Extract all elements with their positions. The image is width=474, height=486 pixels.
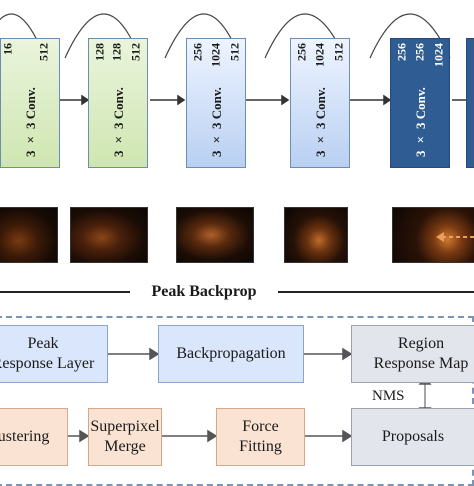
proposals-label: Proposals xyxy=(381,428,445,445)
backpropagation-label: Backpropagation xyxy=(176,345,286,362)
flow-arrows xyxy=(68,347,432,443)
conv-block-4: 256 1024 512 3 × 3 Conv. xyxy=(290,38,350,168)
conv-label: 3 × 3 Conv. xyxy=(313,87,328,157)
response-map-5 xyxy=(392,207,474,263)
proposals-box: Proposals xyxy=(351,408,474,466)
force-fitting-box: Force Fitting xyxy=(216,408,305,466)
response-map-1 xyxy=(0,207,58,263)
conv-block-2: 128 128 512 3 × 3 Conv. xyxy=(88,38,148,168)
force-fitting-label: Force Fitting xyxy=(239,418,282,455)
conv-block-3: 256 1024 512 3 × 3 Conv. xyxy=(186,38,246,168)
section-rule-right xyxy=(278,291,474,293)
peak-response-layer-box: Peak Response Layer xyxy=(0,325,108,383)
conv-label: 3 × 3 Conv. xyxy=(209,87,224,157)
conv-label: 3 × 3 Conv. xyxy=(413,87,428,157)
peak-arrow-icon xyxy=(436,232,474,242)
superpixel-merge-label: Superpixel Merge xyxy=(90,418,160,455)
conv-block-1: 16 512 3 × 3 Conv. xyxy=(0,38,60,168)
superpixel-merge-box: Superpixel Merge xyxy=(88,408,162,466)
clustering-label: Clustering xyxy=(0,428,50,445)
peak-response-layer-label: Peak Response Layer xyxy=(0,335,95,372)
section-rule-left xyxy=(0,291,130,293)
response-map-2 xyxy=(70,207,148,263)
clustering-box: Clustering xyxy=(0,408,68,466)
nms-label: NMS xyxy=(372,386,416,406)
region-response-map-box: Region Response Map xyxy=(351,325,474,383)
section-title: Peak Backprop xyxy=(151,283,257,300)
region-response-map-label: Region Response Map xyxy=(373,335,469,372)
response-map-4 xyxy=(284,207,348,263)
conv-label: 3 × 3 Conv. xyxy=(111,87,126,157)
conv-block-5: 256 256 1024 3 × 3 Conv. xyxy=(390,38,450,168)
conv-label: 3 × 3 Conv. xyxy=(23,87,38,157)
backpropagation-box: Backpropagation xyxy=(158,325,304,383)
response-map-3 xyxy=(176,207,254,263)
conv-block-6-partial xyxy=(466,38,474,168)
